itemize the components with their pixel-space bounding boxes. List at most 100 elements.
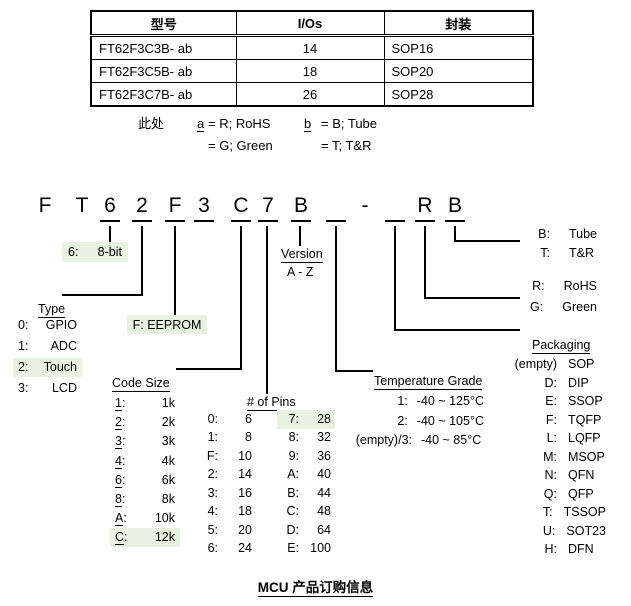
page-title-text: MCU 产品订购信息 [257, 580, 374, 597]
colon: : [123, 511, 127, 525]
type-item: 1: ADC [13, 337, 82, 356]
pn-char-3: 3 [194, 193, 214, 222]
packaging-key: F: [545, 413, 557, 427]
packaging-item: F: TQFP [500, 413, 606, 428]
packaging-key: N: [544, 468, 558, 482]
pins-key: 7: [288, 412, 299, 426]
colon: : [121, 492, 126, 506]
pn-char-F1: F [38, 194, 52, 217]
code-size-value: 6k [161, 473, 175, 487]
code-size-key: A [115, 511, 124, 526]
pins-item: F: 10 [196, 447, 254, 466]
pn-char-C: C [231, 193, 251, 222]
pins-value: 18 [238, 504, 252, 518]
connector-blank-packaging [394, 226, 396, 331]
connector-temp-horizontal [335, 370, 373, 372]
pins-item: 5: 20 [196, 521, 254, 540]
code-size-key: 6 [115, 473, 122, 488]
packaging-value: DFN [568, 542, 594, 556]
rohs-key: G: [530, 300, 544, 314]
colon: : [121, 473, 126, 487]
code-size-key: 4 [115, 454, 122, 469]
pins-item: 3: 16 [196, 484, 254, 503]
pins-value: 20 [238, 523, 252, 537]
rohs-value: Green [562, 300, 597, 314]
eeprom-label: F: EEPROM [132, 317, 202, 332]
type-item: 3: LCD [13, 379, 82, 398]
packaging-key: T: [542, 505, 553, 519]
note-a-value-1: = R; RoHS [208, 116, 271, 131]
packaging-item: H: DFN [500, 542, 606, 557]
temperature-item: 1: -40 ~ 125°C [338, 394, 484, 409]
pins-key: A: [287, 467, 299, 481]
temperature-value: -40 ~ 125°C [416, 394, 484, 408]
table-row: FT62F3C5B- ab 18 SOP20 [90, 59, 534, 83]
connector-codesize-horizontal [176, 368, 242, 370]
model-spec-table: 型号 I/Os 封装 FT62F3C3B- ab 14 SOP16 FT62F3… [90, 10, 534, 107]
pins-item: B: 44 [277, 484, 335, 503]
pins-value: 40 [317, 467, 331, 481]
pn-char-B1: B [291, 193, 311, 222]
code-size-item-selected: C: 12k [110, 528, 180, 547]
code-size-label: Code Size [112, 376, 170, 392]
pins-item: E: 100 [277, 539, 335, 558]
pn-char-blank1: _ [326, 193, 346, 222]
type-key: 3: [18, 381, 29, 395]
pins-item: C: 48 [277, 502, 335, 521]
type-key: 2: [18, 360, 29, 374]
header-package: 封装 [383, 10, 534, 37]
pins-item-selected: 7: 28 [277, 410, 335, 429]
code-size-value: 1k [161, 396, 175, 410]
note-a-value-2: = G; Green [208, 138, 273, 153]
pn-char-7: 7 [258, 193, 278, 222]
pins-key: F: [206, 449, 218, 463]
pins-key: 4: [207, 504, 218, 518]
code-size-value: 12k [154, 530, 175, 544]
connector-B-version [299, 226, 301, 246]
pins-item: 2: 14 [196, 465, 254, 484]
pins-value: 28 [317, 412, 331, 426]
pn-char-F2: F [165, 193, 185, 222]
packaging-value: SOP [568, 357, 595, 371]
pins-value: 64 [317, 523, 331, 537]
pn-char-2: 2 [132, 193, 152, 222]
temperature-item: (empty)/3: -40 ~ 85°C [338, 433, 484, 448]
pins-value: 16 [238, 486, 252, 500]
page-title: MCU 产品订购信息 [0, 576, 631, 597]
pn-char-R: R [415, 193, 435, 222]
packaging-value: DIP [568, 376, 589, 390]
pn-char-dash: - [361, 194, 369, 217]
pins-label: # of Pins [247, 395, 296, 411]
code-size-value: 10k [154, 511, 175, 525]
table-row: FT62F3C3B- ab 14 SOP16 [90, 35, 534, 60]
packaging-value: TSSOP [563, 505, 606, 519]
pn-char-6: 6 [100, 193, 120, 222]
table-row: FT62F3C7B- ab 26 SOP28 [90, 82, 534, 107]
code-size-key: 3 [115, 434, 122, 449]
note-a-key: a [197, 116, 205, 132]
colon: : [124, 530, 128, 544]
pins-key: 9: [288, 449, 299, 463]
note-prefix: 此处 [138, 116, 165, 131]
version-range: A - Z [287, 265, 314, 279]
tube-item: B: Tube [505, 227, 597, 242]
pins-key: 8: [288, 430, 299, 444]
packaging-key: L: [546, 431, 557, 445]
packaging-value: SOT23 [566, 524, 606, 538]
temperature-key: 1: [397, 394, 408, 408]
cell-ios: 14 [235, 35, 385, 60]
pins-key: 1: [207, 430, 218, 444]
packaging-item: U: SOT23 [500, 524, 606, 539]
pins-value: 44 [317, 486, 331, 500]
connector-R-rohs [424, 226, 426, 299]
code-size-key: 2 [115, 415, 122, 430]
rohs-value: RoHS [563, 279, 597, 293]
colon: : [121, 434, 126, 448]
pins-item: D: 64 [277, 521, 335, 540]
pins-value: 100 [310, 541, 331, 555]
packaging-value: SSOP [568, 394, 603, 408]
pins-item: 6: 24 [196, 539, 254, 558]
pins-key: C: [286, 504, 300, 518]
connector-packaging-horizontal [394, 329, 520, 331]
